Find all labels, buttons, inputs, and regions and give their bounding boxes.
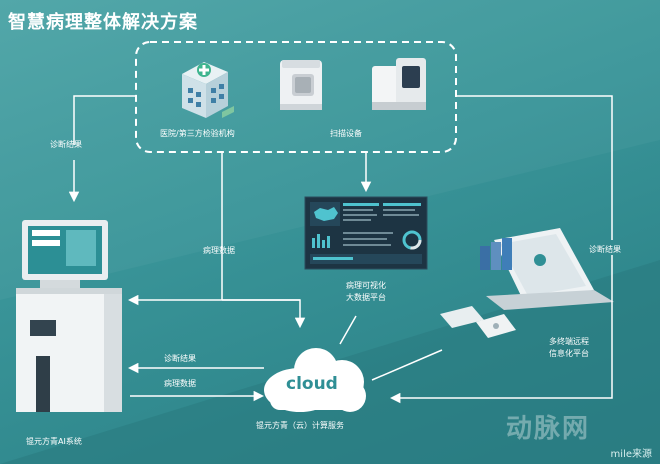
page-title: 智慧病理整体解决方案 <box>8 12 198 33</box>
edge-label-diagnosis-left: 诊断结果 <box>50 140 82 149</box>
bigdata-label-line2: 大数据平台 <box>346 293 386 302</box>
multi-terminal-label-line2: 信息化平台 <box>549 349 589 358</box>
ai-system-label: 锟元方青AI系统 <box>26 437 82 446</box>
ai-system-machine <box>16 220 122 412</box>
multi-terminal-label-line1: 多终端远程 <box>549 337 589 346</box>
watermark-source: mile来源 <box>610 449 652 460</box>
multi-terminal-devices <box>440 228 614 338</box>
watermark-logo: 动脉网 <box>506 414 591 444</box>
edge-label-pathology-bottom: 病理数据 <box>164 379 196 388</box>
cloud-shape <box>264 348 366 412</box>
edge-label-pathology-mid: 病理数据 <box>203 246 235 255</box>
scanner-device-2-icon <box>372 58 426 110</box>
edge-label-diagnosis-bottom: 诊断结果 <box>164 354 196 363</box>
cloud-label: 锟元方青（云）计算服务 <box>256 421 344 430</box>
multi-terminal-label: 多终端远程 信息化平台 <box>534 336 604 360</box>
bigdata-label: 病理可视化 大数据平台 <box>331 280 401 304</box>
bigdata-label-line1: 病理可视化 <box>346 281 386 290</box>
scanner-label: 扫描设备 <box>330 129 362 138</box>
hospital-label: 医院/第三方检验机构 <box>160 129 235 138</box>
cloud-text: cloud <box>286 374 338 394</box>
scanner-device-icon <box>280 60 322 110</box>
bigdata-screen <box>304 196 428 270</box>
arrows <box>68 95 613 404</box>
institution-group-box <box>135 41 457 153</box>
hospital-icon <box>182 62 234 118</box>
edge-label-diagnosis-right: 诊断结果 <box>589 245 621 254</box>
